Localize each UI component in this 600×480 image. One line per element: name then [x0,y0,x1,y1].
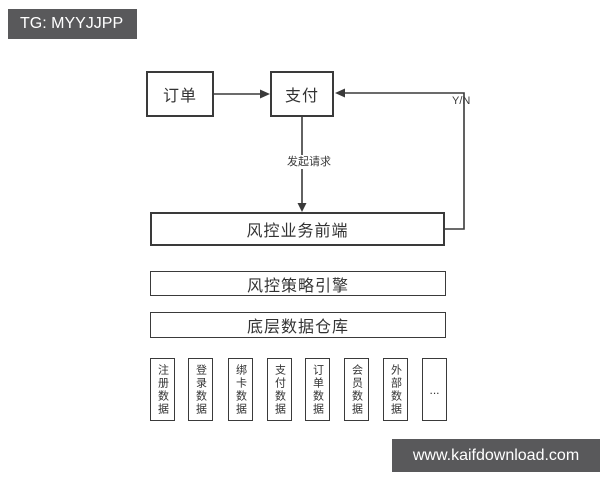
node-risk-frontend: 风控业务前端 [150,212,445,246]
watermark-top-banner: TG: MYYJJPP [8,9,137,39]
data-source-register-label: 注册数据 [156,363,169,416]
data-source-payment: 支付数据 [267,358,292,421]
data-source-member-label: 会员数据 [350,363,363,416]
data-source-payment-label: 支付数据 [273,363,286,416]
data-source-order-label: 订单数据 [311,363,324,416]
data-source-card-binding-label: 绑卡数据 [234,363,247,416]
node-order: 订单 [146,71,214,117]
data-source-ellipsis: ... [422,358,447,421]
node-data-warehouse: 底层数据仓库 [150,312,446,338]
edge-frontend-feedback-to-payment [345,92,465,230]
node-payment-label: 支付 [284,88,319,105]
data-source-member: 会员数据 [344,358,369,421]
node-order-label: 订单 [162,88,197,105]
arrowhead-order-to-payment-icon [260,89,270,99]
edge-label-initiate-request: 发起请求 [285,155,333,170]
data-source-external: 外部数据 [383,358,408,421]
arrowhead-feedback-to-payment-icon [335,88,345,98]
data-source-login: 登录数据 [188,358,213,421]
arrowhead-payment-to-frontend-icon [297,203,307,212]
data-source-card-binding: 绑卡数据 [228,358,253,421]
node-strategy-engine-label: 风控策略引擎 [246,277,349,295]
watermark-bottom-banner: www.kaifdownload.com [392,439,600,472]
watermark-bottom-text: www.kaifdownload.com [412,446,580,464]
node-strategy-engine: 风控策略引擎 [150,271,446,296]
data-source-login-label: 登录数据 [194,363,207,416]
node-payment: 支付 [270,71,334,117]
data-source-ellipsis-label: ... [429,382,440,397]
data-source-external-label: 外部数据 [389,363,402,416]
data-source-order: 订单数据 [305,358,330,421]
node-data-warehouse-label: 底层数据仓库 [246,319,349,336]
data-source-register: 注册数据 [150,358,175,421]
watermark-top-text: TG: MYYJJPP [20,15,124,32]
node-risk-frontend-label: 风控业务前端 [246,223,349,240]
edge-label-decision-yn: Y/N [452,95,471,107]
